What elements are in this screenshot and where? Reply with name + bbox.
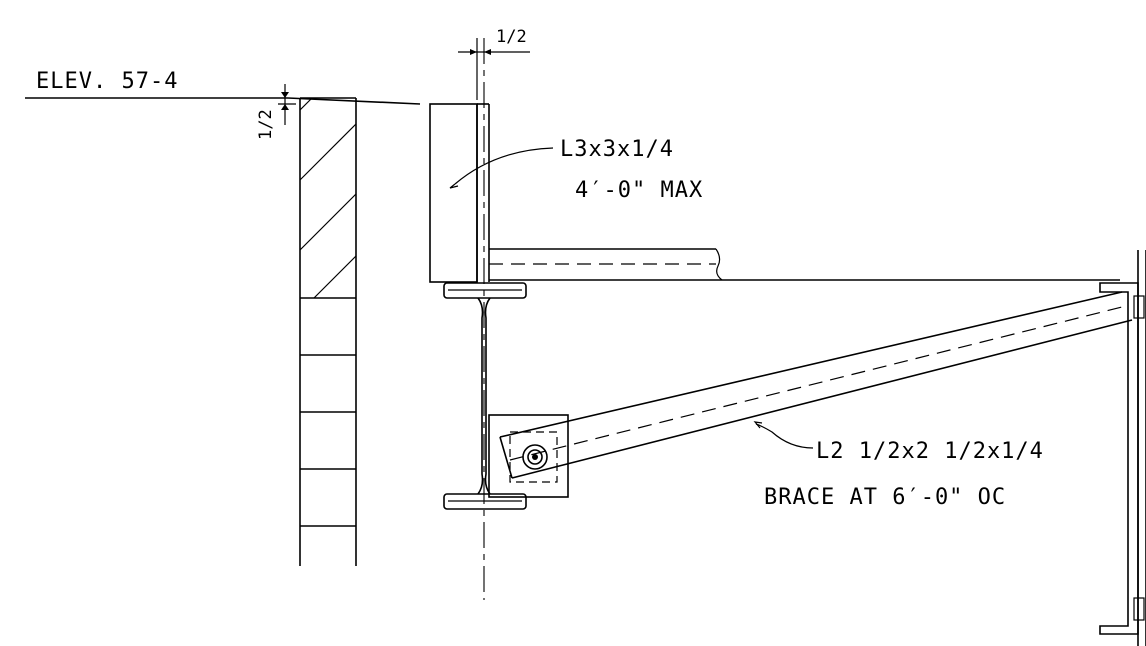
top-dimension: 1/2 [458, 27, 530, 100]
leader-brace [755, 423, 814, 449]
leader-top-angle [454, 147, 554, 185]
deck-grating [489, 248, 1120, 281]
dim-side-label: 1/2 [256, 109, 276, 140]
brace-spacing-label: BRACE AT 6′-0" OC [764, 485, 1006, 510]
elevation-label: ELEV. 57-4 [36, 69, 178, 94]
right-channel [1099, 250, 1146, 646]
brace-size-label: L2 1/2x2 1/2x1/4 [816, 439, 1044, 464]
diagonal-brace [499, 291, 1133, 479]
top-angle-size-label: L3x3x1/4 [560, 137, 674, 162]
top-angle [429, 103, 490, 283]
elevation-mark: ELEV. 57-4 1/2 [25, 69, 421, 140]
top-angle-length-label: 4′-0" MAX [575, 178, 703, 203]
wall-hatch [299, 97, 357, 299]
i-beam [443, 282, 527, 510]
dim-top-label: 1/2 [496, 27, 527, 47]
brace-connection [488, 414, 569, 498]
masonry-wall [299, 97, 357, 566]
